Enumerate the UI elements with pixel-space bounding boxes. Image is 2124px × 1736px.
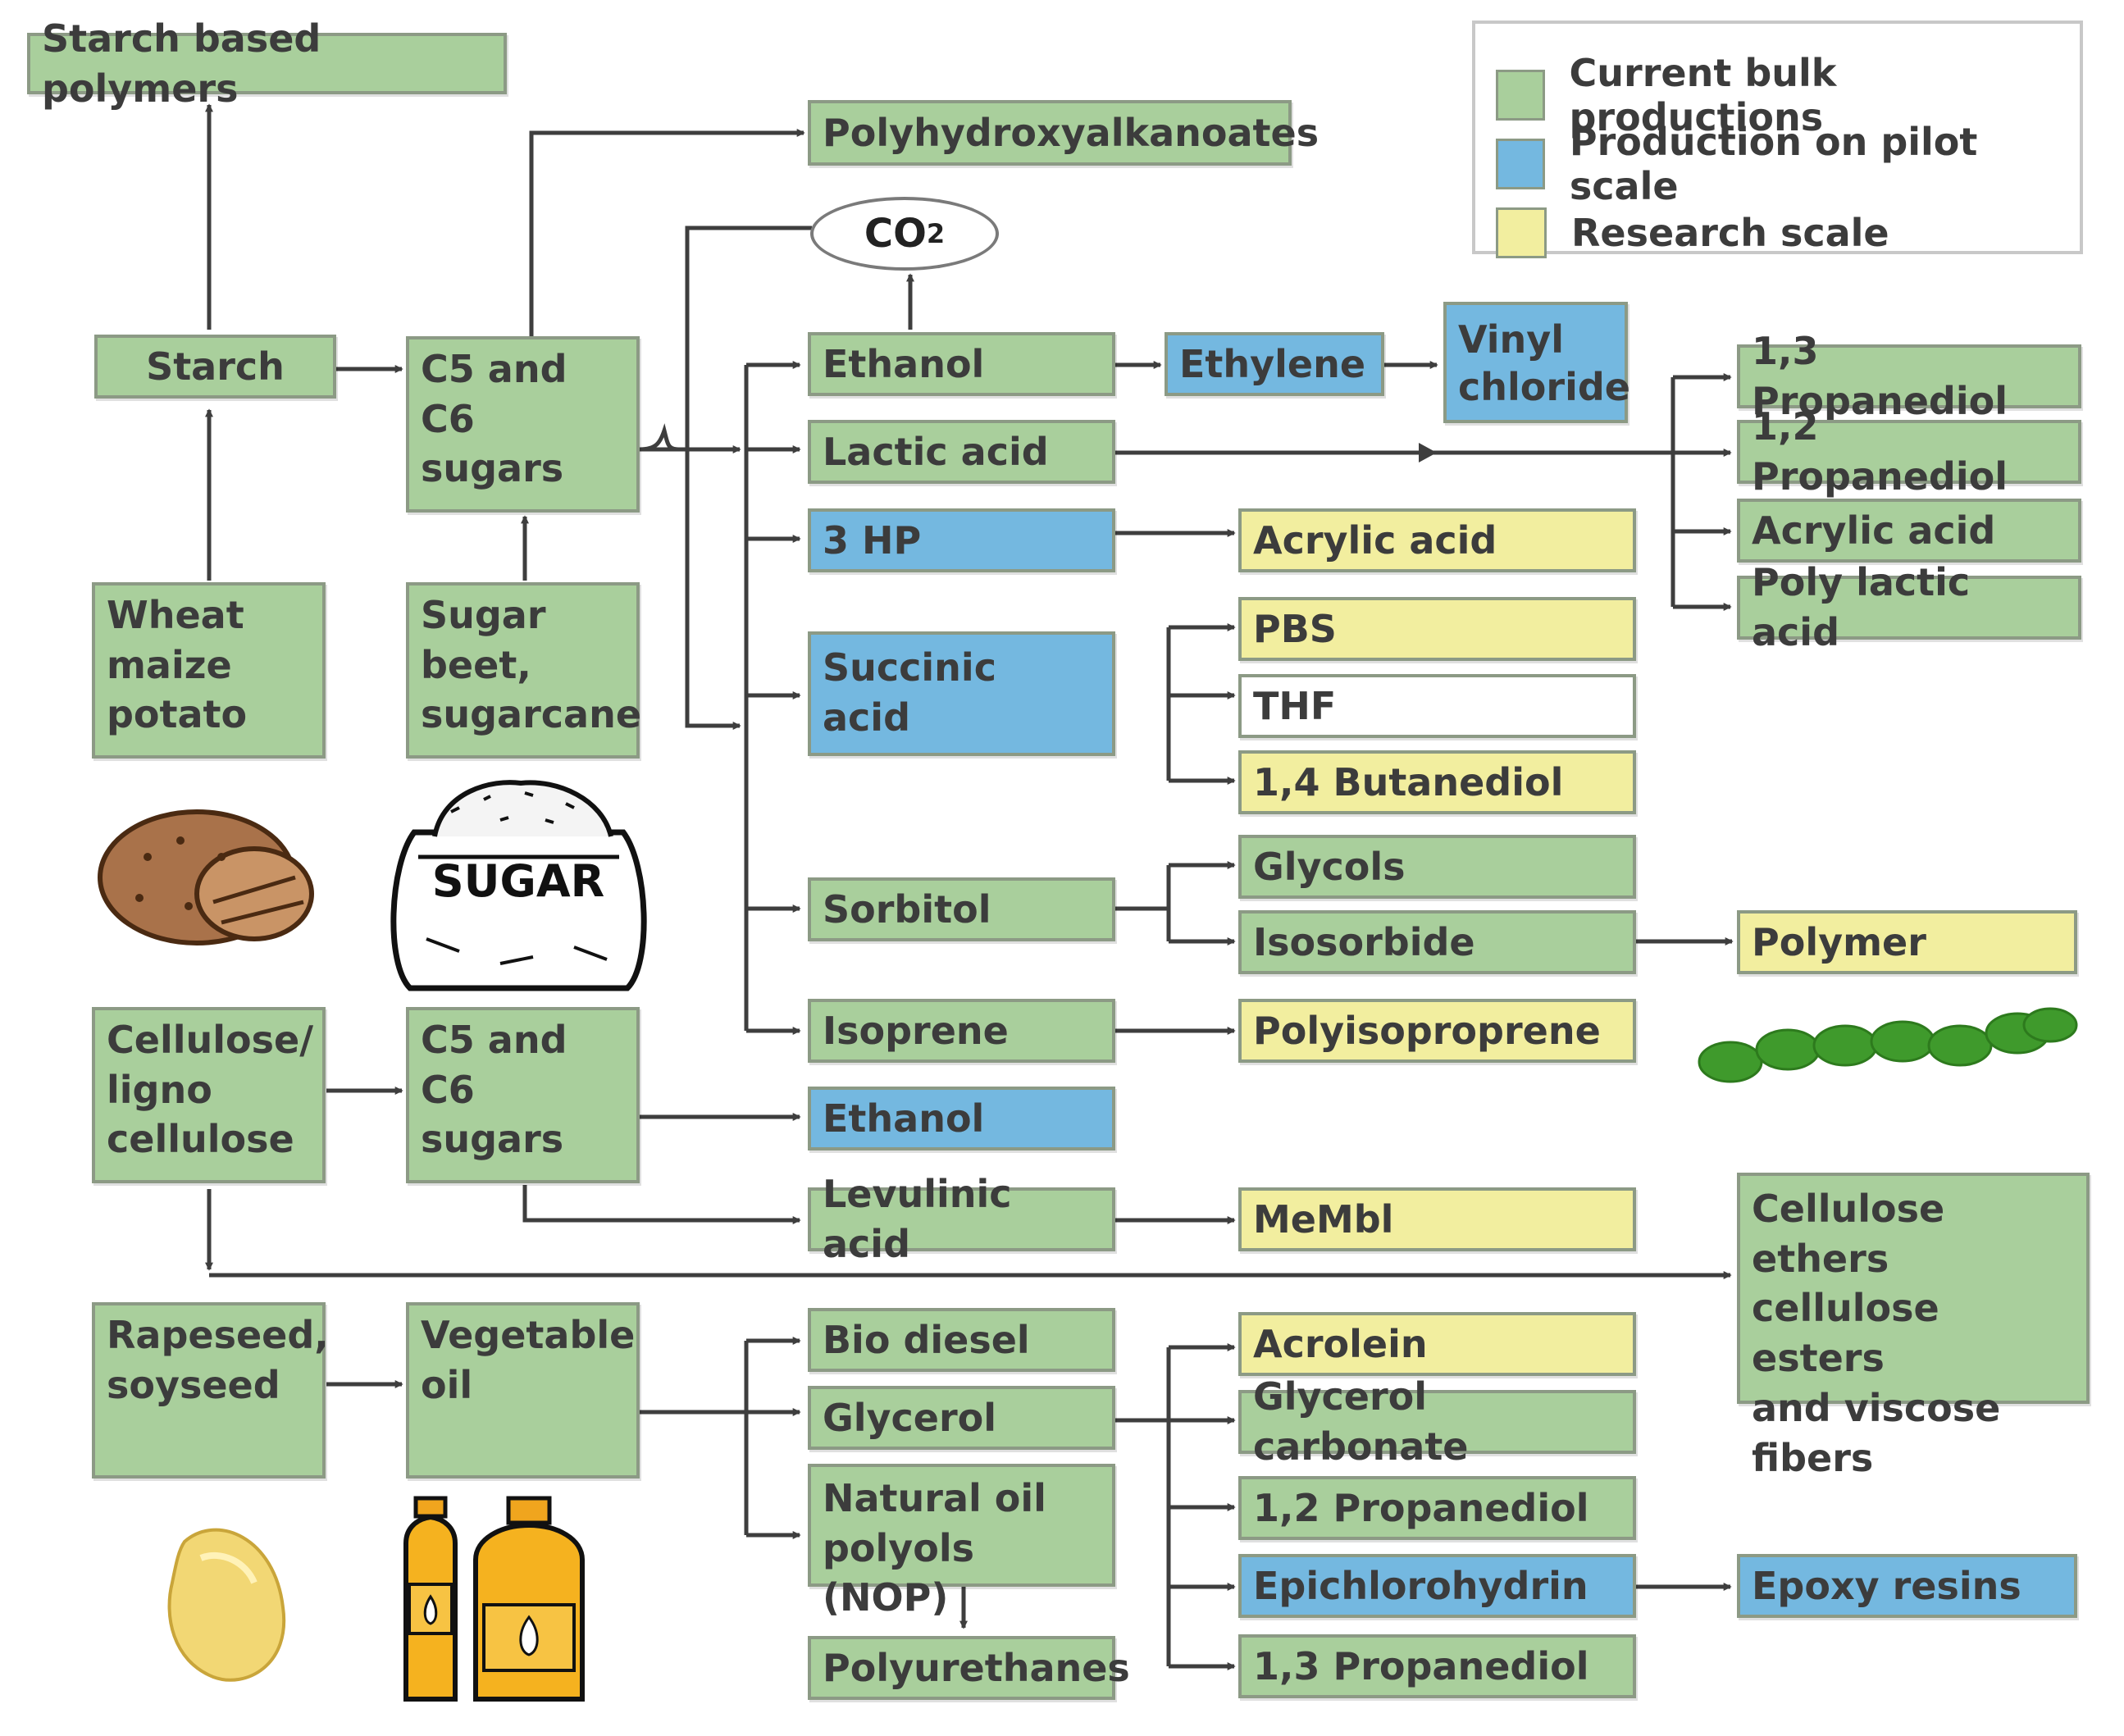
node-glycerol-carbonate: Glycerol carbonate [1238, 1374, 1636, 1469]
node-succinic-acid: Succinic acid [808, 631, 1115, 756]
polymer-chain-icon [1698, 1007, 2078, 1083]
legend-label-research: Research scale [1571, 211, 1889, 255]
node-13-propanediol-top: 1,3 Propanediol [1737, 329, 2081, 423]
node-14-butanediol: 1,4 Butanediol [1238, 750, 1636, 814]
node-c5c6-sugars-top: C5 and C6 sugars [406, 336, 640, 513]
node-starch: Starch [94, 335, 336, 399]
legend-swatch-pilot [1496, 139, 1545, 189]
co2-subscript: 2 [926, 218, 946, 249]
node-bio-diesel: Bio diesel [808, 1308, 1115, 1372]
legend-row-research: Research scale [1496, 204, 1889, 262]
legend-swatch-bulk [1496, 70, 1545, 121]
node-cellulose: Cellulose/ ligno cellulose [92, 1007, 326, 1183]
node-rapeseed: Rapeseed, soyseed [92, 1302, 329, 1479]
node-cellulose-ethers: Cellulose ethers cellulose esters and vi… [1737, 1173, 2090, 1480]
node-c5c6-sugars-bottom: C5 and C6 sugars [406, 1007, 640, 1183]
node-acrylic-acid-right: Acrylic acid [1737, 499, 2081, 563]
sugar-bag-label: SUGAR [432, 855, 604, 907]
node-isoprene: Isoprene [808, 999, 1115, 1063]
node-polyurethanes: Polyurethanes [808, 1636, 1130, 1700]
node-ethanol-top: Ethanol [808, 332, 1115, 396]
midline-arrowhead [1419, 443, 1437, 462]
legend-label-pilot: Production on pilot scale [1569, 120, 1978, 208]
node-acrylic-acid-mid: Acrylic acid [1238, 508, 1636, 572]
node-isosorbide: Isosorbide [1238, 910, 1636, 974]
node-ethylene: Ethylene [1165, 332, 1384, 396]
node-13-propanediol-bottom: 1,3 Propanediol [1238, 1634, 1636, 1698]
legend-row-bulk: Current bulk productions [1496, 51, 2080, 139]
oil-bottles-icon [403, 1496, 585, 1702]
node-epichlorohydrin: Epichlorohydrin [1238, 1554, 1636, 1618]
node-lactic-acid: Lactic acid [808, 420, 1115, 484]
node-poly-lactic-acid: Poly lactic acid [1737, 560, 2081, 654]
node-epoxy-resins: Epoxy resins [1737, 1554, 2077, 1618]
node-pbs: PBS [1238, 597, 1636, 661]
node-ethanol-bottom: Ethanol [808, 1087, 1115, 1150]
node-levulinic-acid: Levulinic acid [808, 1172, 1115, 1266]
legend-swatch-research [1496, 207, 1547, 258]
node-sorbitol: Sorbitol [808, 877, 1115, 941]
node-sugar-beet: Sugar beet, sugarcane [406, 582, 641, 759]
legend-label-bulk: Current bulk productions [1569, 51, 1837, 139]
node-polyhydroxyalkanoates: Polyhydroxyalkanoates [808, 100, 1319, 166]
node-12-propanediol-bottom: 1,2 Propanediol [1238, 1476, 1636, 1540]
node-wheat-maize-potato: Wheat maize potato [92, 582, 326, 759]
node-polyisoprene: Polyisoproprene [1238, 999, 1636, 1063]
soybean-icon [167, 1528, 286, 1682]
node-12-propanediol-top: 1,2 Propanediol [1737, 404, 2081, 499]
legend: Current bulk productions Production on p… [1472, 21, 2083, 258]
node-glycerol: Glycerol [808, 1386, 1115, 1450]
potato-icon [98, 809, 314, 945]
node-membl: MeMbl [1238, 1187, 1636, 1251]
node-polymer: Polymer [1737, 910, 2077, 974]
node-thf: THF [1238, 674, 1636, 738]
node-nop: Natural oil polyols (NOP) [808, 1464, 1115, 1620]
node-vegetable-oil: Vegetable oil [406, 1302, 640, 1479]
node-vinyl-chloride: Vinyl chloride [1443, 302, 1630, 423]
node-starch-based-polymers: Starch based polymers [27, 16, 507, 111]
sugar-bag-icon: SUGAR [390, 780, 647, 991]
legend-row-pilot: Production on pilot scale [1496, 120, 2080, 208]
node-acrolein: Acrolein [1238, 1312, 1636, 1376]
node-glycols: Glycols [1238, 835, 1636, 899]
node-3hp: 3 HP [808, 508, 1115, 572]
co2-label: CO [864, 211, 927, 257]
